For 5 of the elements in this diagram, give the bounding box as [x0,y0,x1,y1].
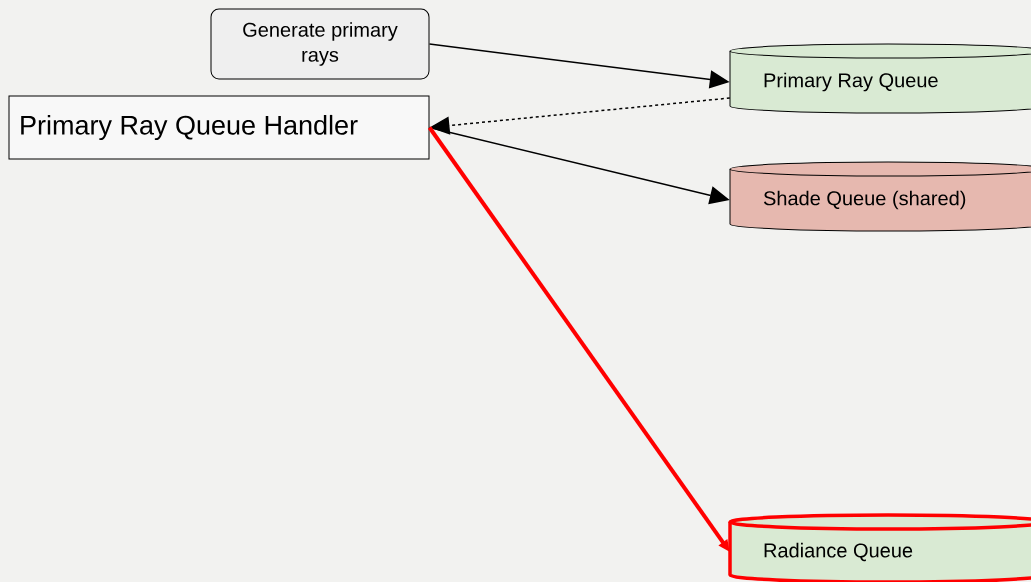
queue-cylinder: Primary Ray Queue [729,43,1031,114]
queue-cylinder: Shade Queue (shared) [729,161,1031,232]
queue-cylinder: Radiance Queue [728,513,1031,582]
process-box: Generate primary rays [210,8,430,80]
process-box: Primary Ray Queue Handler [8,95,430,160]
